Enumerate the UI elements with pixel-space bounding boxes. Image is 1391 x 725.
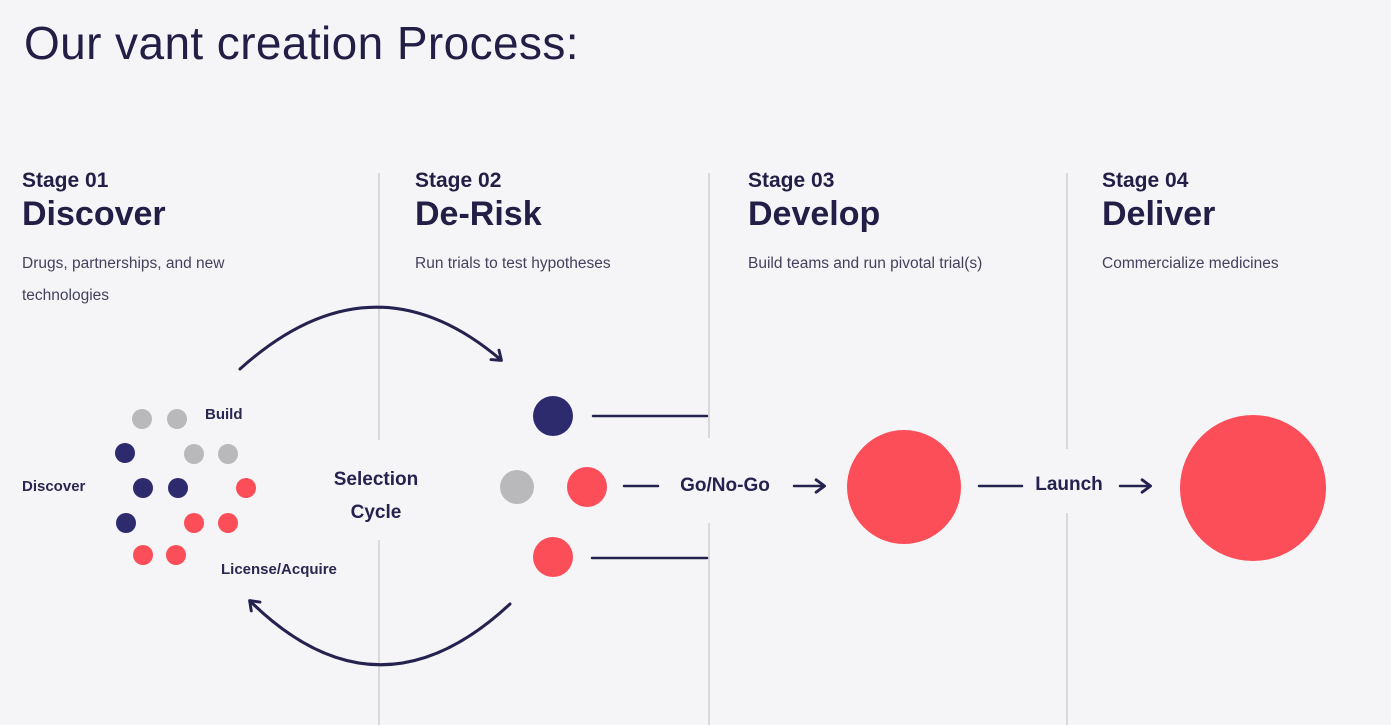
derisk-candidate-dot <box>533 396 573 436</box>
discover-cluster-dot <box>218 513 238 533</box>
stage-description: Run trials to test hypotheses <box>415 255 611 272</box>
selection-cycle-label-line1: Selection <box>333 469 419 490</box>
build-label: Build <box>205 406 243 423</box>
derisk-candidate-dot <box>500 470 534 504</box>
discover-cluster-dot <box>184 444 204 464</box>
stage-description: Build teams and run pivotal trial(s) <box>748 255 983 272</box>
stage-number-label: Stage 04 <box>1102 169 1189 192</box>
divider-3-bottom <box>1066 513 1068 725</box>
discover-cluster-dot <box>133 545 153 565</box>
discover-cluster-dot <box>115 443 135 463</box>
stage-block-deliver: Stage 04 Deliver Commercialize medicines <box>1102 168 1391 280</box>
stage-description: Commercialize medicines <box>1102 255 1279 272</box>
discover-cluster-dot <box>166 545 186 565</box>
discover-cluster-label: Discover <box>22 478 86 495</box>
deliver-medicine-dot <box>1180 415 1326 561</box>
stage-description: Drugs, partnerships, and new technologie… <box>22 255 225 304</box>
selection-cycle-bottom-arc-arrow <box>248 599 512 667</box>
develop-program-dot <box>847 430 961 544</box>
discover-cluster-dot <box>184 513 204 533</box>
selection-cycle-label: Selection Cycle <box>306 463 446 529</box>
derisk-candidate-dot <box>567 467 607 507</box>
stage-name: Deliver <box>1102 195 1216 233</box>
discover-cluster-dot <box>167 409 187 429</box>
discover-cluster-dot <box>236 478 256 498</box>
stage-name: Develop <box>748 195 881 233</box>
discover-cluster-dot <box>133 478 153 498</box>
license-acquire-label: License/Acquire <box>221 561 337 578</box>
stage-number-label: Stage 02 <box>415 169 502 192</box>
derisk-candidate-dot <box>533 537 573 577</box>
selection-cycle-top-arc-arrow <box>238 305 503 371</box>
discover-cluster-dot <box>218 444 238 464</box>
page-title: Our vant creation Process: <box>24 17 579 69</box>
go-no-go-label: Go/No-Go <box>680 475 770 496</box>
stage-number-label: Stage 03 <box>748 169 835 192</box>
stage-block-develop: Stage 03 Develop Build teams and run piv… <box>748 168 1078 280</box>
divider-3-top <box>1066 173 1068 449</box>
selection-cycle-label-line2: Cycle <box>350 502 402 523</box>
discover-cluster-dot <box>132 409 152 429</box>
stage-block-discover: Stage 01 Discover Drugs, partnerships, a… <box>22 168 352 312</box>
stage-name: De-Risk <box>415 195 542 233</box>
divider-1-bottom <box>378 540 380 725</box>
stage-name: Discover <box>22 195 166 233</box>
divider-2-top <box>708 173 710 438</box>
launch-label: Launch <box>1035 474 1103 495</box>
discover-cluster-dot <box>116 513 136 533</box>
stage-number-label: Stage 01 <box>22 169 109 192</box>
divider-2-bottom <box>708 523 710 725</box>
discover-cluster-dot <box>168 478 188 498</box>
stage-block-derisk: Stage 02 De-Risk Run trials to test hypo… <box>415 168 745 280</box>
